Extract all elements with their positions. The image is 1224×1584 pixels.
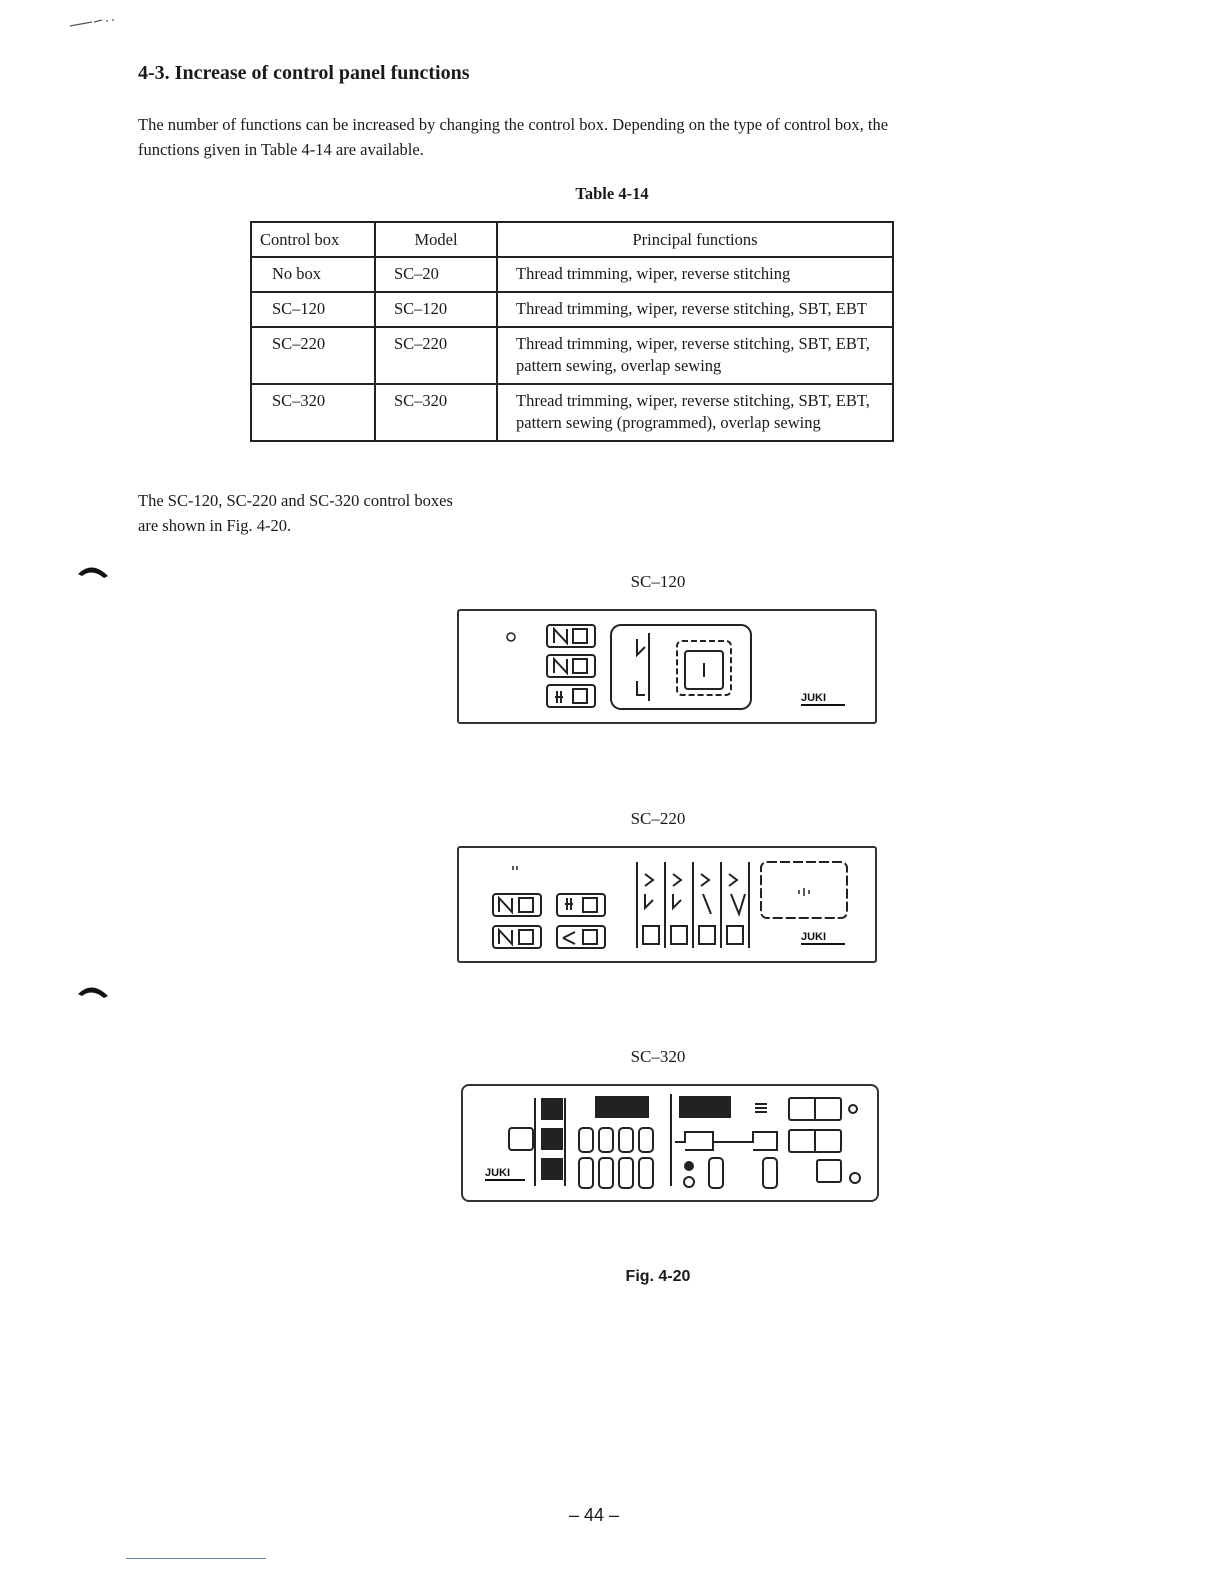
pattern-columns	[636, 862, 750, 948]
table-row: SC–120 SC–120 Thread trimming, wiper, re…	[250, 291, 894, 328]
control-panel-sc320: JUKI	[461, 1084, 879, 1202]
digit-switches	[578, 1127, 778, 1189]
corner-mark-icon	[69, 19, 114, 27]
panels-intro-paragraph: The SC-120, SC-220 and SC-320 control bo…	[138, 488, 538, 538]
binder-clip-icon	[78, 567, 108, 578]
control-panel-sc220: JUKI	[457, 846, 877, 963]
section-title: 4-3. Increase of control panel functions	[138, 62, 470, 84]
brand-logo: JUKI	[801, 692, 845, 706]
sc220-artwork: JUKI	[492, 861, 848, 949]
table-cell-model: SC–320	[374, 383, 498, 442]
indicator-lamp	[506, 632, 516, 642]
table-cell-functions: Thread trimming, wiper, reverse stitchin…	[496, 291, 894, 328]
svg-text:JUKI: JUKI	[485, 1167, 510, 1179]
bottom-rule	[126, 1558, 266, 1559]
table-row: SC–220 SC–220 Thread trimming, wiper, re…	[250, 326, 894, 385]
display-window	[610, 624, 752, 710]
table-cell-box: No box	[250, 256, 376, 293]
control-box-table: Control box Model Principal functions No…	[250, 221, 894, 442]
table-cell-model: SC–20	[374, 256, 498, 293]
control-panel-sc120: JUKI	[457, 609, 877, 724]
svg-text:JUKI: JUKI	[801, 692, 826, 704]
table-cell-box: SC–320	[250, 383, 376, 442]
intro-line: functions given in Table 4-14 are availa…	[138, 140, 424, 159]
intro-line: The number of functions can be increased…	[138, 115, 889, 134]
sc120-artwork: JUKI	[506, 624, 845, 710]
table-cell-functions: Thread trimming, wiper, reverse stitchin…	[496, 326, 894, 385]
table-cell-model: SC–220	[374, 326, 498, 385]
table-cell-box: SC–220	[250, 326, 376, 385]
sc320-artwork: JUKI	[485, 1094, 861, 1189]
page-number: – 44 –	[568, 1505, 620, 1525]
table-header: Model	[374, 221, 498, 258]
table-header-row: Control box Model Principal functions	[250, 221, 894, 258]
table-header: Principal functions	[496, 221, 894, 258]
svg-text:JUKI: JUKI	[801, 931, 826, 943]
table-cell-functions: Thread trimming, wiper, reverse stitchin…	[496, 256, 894, 293]
table-row: SC–320 SC–320 Thread trimming, wiper, re…	[250, 383, 894, 442]
table-header: Control box	[250, 221, 376, 258]
table-cell-box: SC–120	[250, 291, 376, 328]
intro-paragraph: The number of functions can be increased…	[138, 112, 1018, 162]
figure-caption: Fig. 4-20	[625, 1268, 691, 1285]
panels-intro-line: are shown in Fig. 4-20.	[138, 516, 292, 535]
brand-logo: JUKI	[801, 931, 845, 945]
panel-label-sc320: SC–320	[630, 1047, 686, 1066]
table-row: No box SC–20 Thread trimming, wiper, rev…	[250, 256, 894, 293]
panel-label-sc220: SC–220	[630, 809, 686, 828]
display-window	[760, 861, 848, 919]
table-cell-functions: Thread trimming, wiper, reverse stitchin…	[496, 383, 894, 442]
brand-logo: JUKI	[485, 1167, 525, 1181]
key-reverse	[546, 624, 596, 708]
panels-intro-line: The SC-120, SC-220 and SC-320 control bo…	[138, 491, 453, 510]
binder-clip-icon	[78, 987, 108, 998]
table-caption: Table 4-14	[575, 184, 649, 203]
table-cell-model: SC–120	[374, 291, 498, 328]
panel-label-sc120: SC–120	[630, 572, 686, 591]
function-keys	[755, 1097, 861, 1184]
key-group	[492, 893, 606, 949]
